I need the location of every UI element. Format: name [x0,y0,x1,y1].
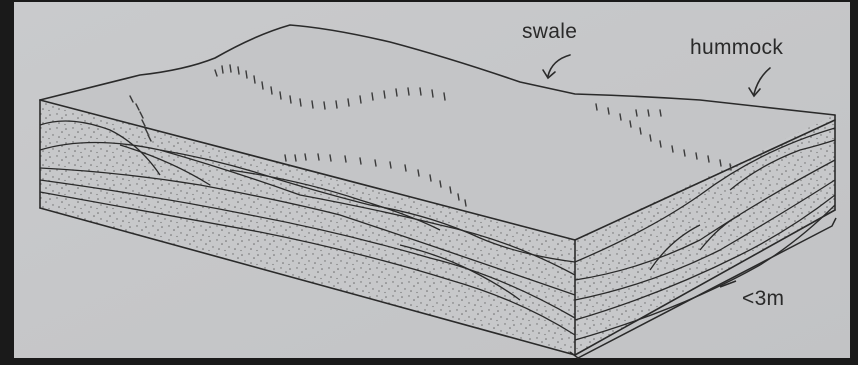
thickness-label: <3m [742,287,784,311]
hummock-label: hummock [690,36,783,60]
swale-label: swale [522,20,577,44]
